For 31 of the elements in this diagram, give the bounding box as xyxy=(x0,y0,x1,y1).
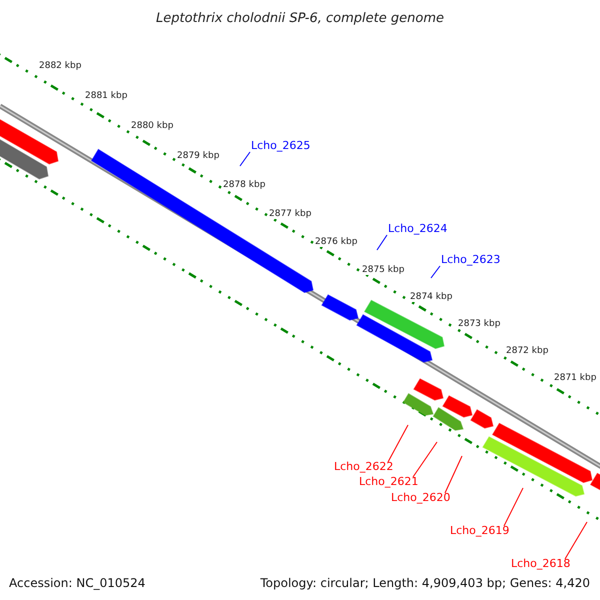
tick-label: 2878 kbp xyxy=(222,181,266,190)
tick-label: 2875 kbp xyxy=(361,266,406,275)
gene-label: Lcho_2625 xyxy=(251,139,310,152)
tick-label: 2873 kbp xyxy=(457,320,502,329)
leader-line xyxy=(376,234,388,250)
leader-line xyxy=(444,456,462,494)
gene-label: Lcho_2618 xyxy=(511,557,570,570)
leader-line xyxy=(430,266,440,278)
tick-label: 2874 kbp xyxy=(409,293,454,302)
tick-label: 2879 kbp xyxy=(176,152,220,161)
leader-line xyxy=(412,442,438,478)
leader-line xyxy=(504,488,524,526)
leader-line xyxy=(240,152,250,166)
leader-line xyxy=(388,424,408,462)
gene-label: Lcho_2623 xyxy=(441,253,500,266)
tick-label: 2872 kbp xyxy=(505,347,550,356)
gene-label: Lcho_2619 xyxy=(450,524,510,537)
title: Leptothrix cholodnii SP-6, complete genome xyxy=(155,10,445,28)
gene-label: Lcho_2621 xyxy=(359,475,418,488)
tick-label: 2882 kbp xyxy=(38,62,82,71)
gene-label: Lcho_2622 xyxy=(334,460,394,473)
tick-label: 2871 kbp xyxy=(553,374,598,383)
accession-label: Accession: NC_010524 xyxy=(9,575,146,592)
genome-info-label: Topology: circular; Length: 4,909,403 bp; Genes: 4,420 xyxy=(260,575,590,592)
gene-label: Lcho_2624 xyxy=(388,222,448,235)
tick-label: 2881 kbp xyxy=(84,92,128,101)
tick-label: 2880 kbp xyxy=(130,122,174,131)
gene-label: Lcho_2620 xyxy=(391,491,450,504)
tick-label: 2876 kbp xyxy=(314,238,358,247)
leader-line xyxy=(564,522,588,560)
tick-label: 2877 kbp xyxy=(268,210,312,219)
